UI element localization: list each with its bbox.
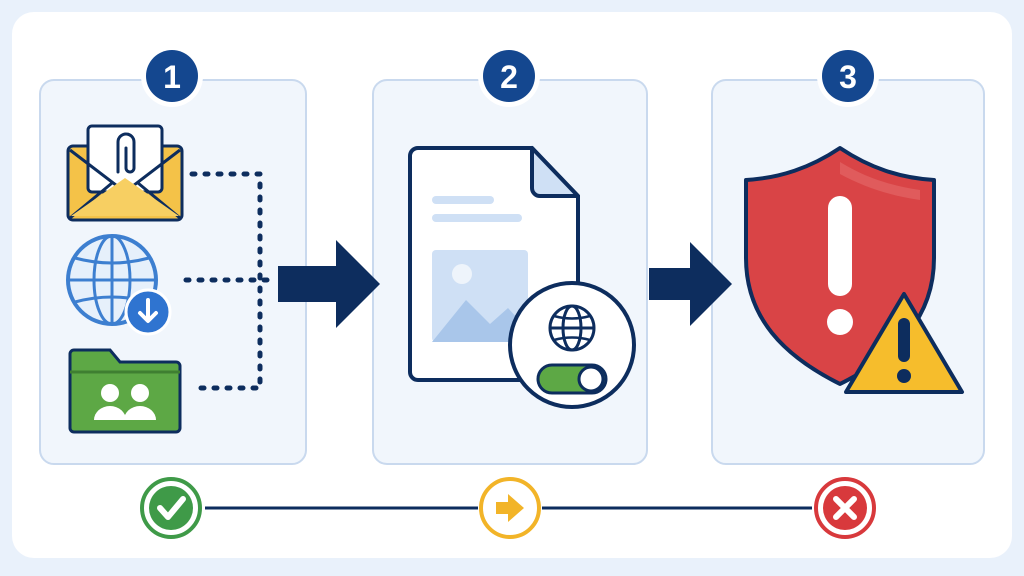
status-in-progress xyxy=(479,477,541,539)
step-number: 1 xyxy=(163,59,181,95)
email-attachment-icon xyxy=(66,124,184,222)
step-badge-1: 1 xyxy=(141,45,203,107)
web-toggle-badge xyxy=(508,281,636,409)
status-success xyxy=(140,477,202,539)
status-failure xyxy=(814,477,876,539)
close-icon xyxy=(833,496,857,520)
step-badge-2: 2 xyxy=(478,45,540,107)
toggle-icon xyxy=(536,363,608,395)
shared-folder-icon xyxy=(68,348,182,434)
warning-triangle-icon xyxy=(844,292,964,394)
globe-download-icon xyxy=(66,234,172,336)
dotted-connectors xyxy=(183,171,275,391)
image-placeholder-icon xyxy=(432,250,528,342)
step-number: 3 xyxy=(839,59,857,95)
check-icon xyxy=(157,496,186,520)
arrow-step-2-to-3 xyxy=(649,242,732,326)
step-number: 2 xyxy=(500,59,518,95)
globe-icon xyxy=(548,304,596,352)
arrow-step-1-to-2 xyxy=(278,240,380,328)
step-badge-3: 3 xyxy=(817,45,879,107)
arrow-right-icon xyxy=(496,494,524,522)
